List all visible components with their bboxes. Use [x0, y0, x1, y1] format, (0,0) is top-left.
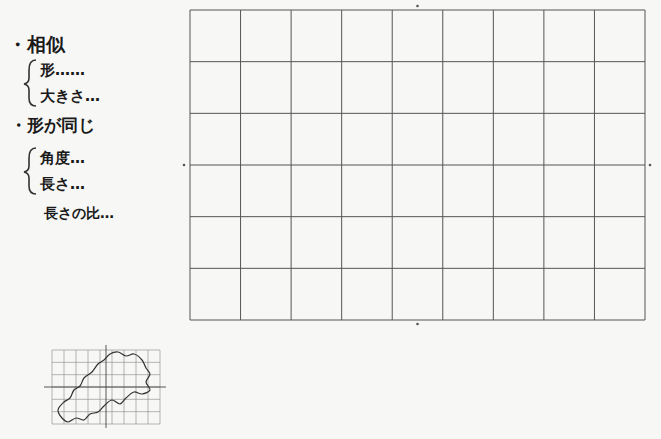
figure-outline — [58, 352, 150, 422]
axis-mark — [183, 164, 186, 167]
heading-note: ・相似 — [8, 34, 65, 55]
grid-line — [190, 61, 645, 62]
grid-line — [190, 216, 645, 217]
grid-line — [190, 320, 645, 321]
thumbnail-figure — [44, 345, 166, 428]
grid-line — [190, 165, 645, 166]
grid-line — [190, 113, 645, 114]
grid-line — [190, 268, 645, 269]
note-text: 長さの比… — [44, 206, 114, 221]
grid-line — [190, 10, 645, 11]
axis-mark — [416, 323, 419, 326]
note-text: 大きさ… — [40, 88, 100, 105]
square-grid — [183, 5, 652, 326]
note-text: 長さ… — [40, 176, 85, 193]
axis-mark — [649, 164, 652, 167]
heading-note: ・形が同じ — [10, 116, 95, 135]
axis-mark — [416, 5, 419, 8]
axis — [44, 387, 166, 388]
note-text: 形…… — [40, 62, 85, 79]
note-text: 角度… — [40, 150, 85, 167]
